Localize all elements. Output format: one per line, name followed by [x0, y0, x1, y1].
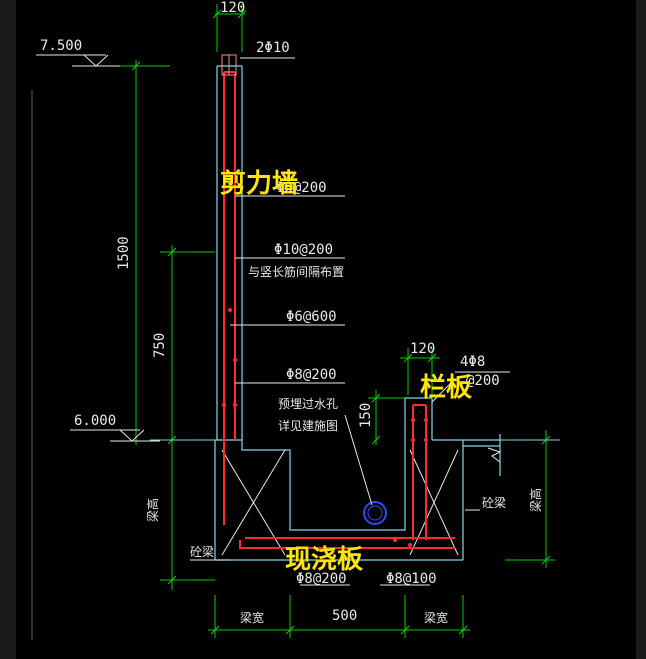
- concrete-outline: [214, 65, 501, 561]
- rebar-slab-2: Φ8@100: [386, 571, 437, 587]
- label-rail-slab: 栏板: [420, 373, 472, 403]
- beam-cross-marks: [221, 449, 459, 556]
- label-shear-wall: 剪力墙: [220, 168, 298, 199]
- level-markers: [36, 54, 160, 442]
- drain-hole-inner: [367, 505, 383, 521]
- break-mark: [487, 447, 502, 463]
- dim-beam-height-right: 梁高: [528, 488, 543, 512]
- note-beam-left: 砼梁: [190, 544, 214, 559]
- dim-height-150: 150: [358, 403, 374, 428]
- rebar-wall-note: 与竖长筋间隔布置: [248, 264, 344, 279]
- level-mid-label: 6.000: [74, 413, 116, 429]
- dim-top-width: 120: [220, 0, 245, 16]
- viewport-edge-right: [636, 0, 646, 659]
- rebar-top-bars: 2Φ10: [256, 40, 290, 56]
- rebar-wall-4: Φ8@200: [286, 367, 337, 383]
- drain-hole-icon: [363, 501, 387, 525]
- dimension-lines: [120, 4, 555, 638]
- rebar-dots: [222, 308, 428, 547]
- leader-lines: [190, 57, 510, 586]
- rebar-wall-3: Φ6@600: [286, 309, 337, 325]
- rebar-lines: [223, 71, 455, 549]
- dim-span-500: 500: [332, 608, 357, 624]
- label-cast-slab: 现浇板: [285, 545, 363, 575]
- note-drain-hole-1: 预埋过水孔: [278, 397, 338, 411]
- dim-beam-width-right: 梁宽: [424, 610, 448, 625]
- rebar-rail-stirrup: @200: [466, 373, 500, 389]
- dim-beam-height-left: 梁高: [145, 498, 160, 522]
- rebar-wall-2: Φ10@200: [274, 242, 333, 258]
- note-beam-right: 砼梁: [482, 495, 506, 510]
- level-top-label: 7.500: [40, 38, 82, 54]
- dim-beam-width-left: 梁宽: [240, 610, 264, 625]
- dim-rail-width: 120: [410, 341, 435, 357]
- dim-height-750: 750: [152, 333, 168, 358]
- viewport-edge-left: [0, 0, 16, 659]
- rebar-detail: [221, 54, 237, 76]
- dim-height-1500: 1500: [116, 236, 132, 270]
- rebar-slab-1: Φ8@200: [296, 571, 347, 587]
- note-drain-hole-2: 详见建施图: [278, 418, 338, 433]
- rebar-wall-1: Φ8@200: [276, 180, 327, 196]
- rebar-rail-bars: 4Φ8: [460, 354, 485, 370]
